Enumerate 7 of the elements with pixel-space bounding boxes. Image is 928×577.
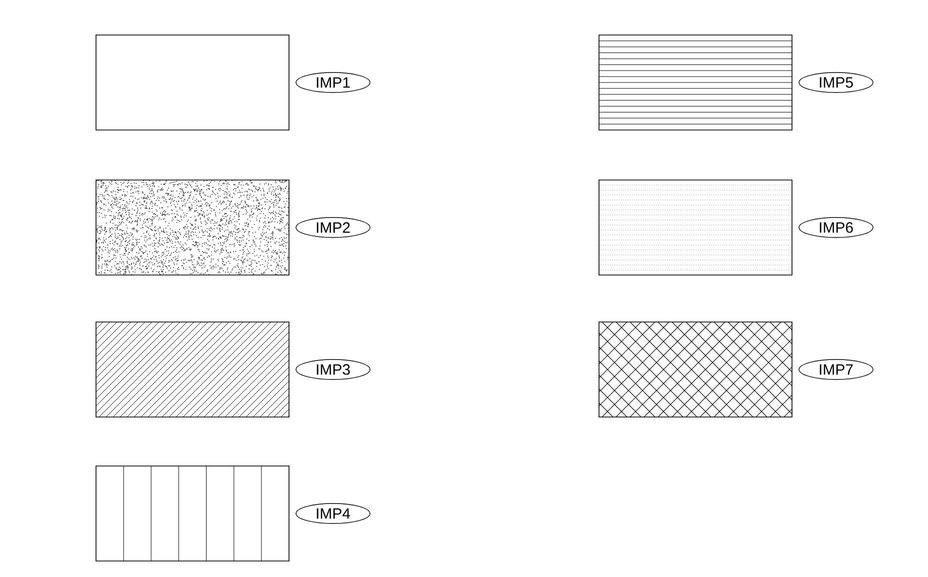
legend-label: IMP3	[296, 359, 370, 380]
legend-label: IMP5	[798, 72, 874, 93]
legend-label: IMP4	[296, 503, 370, 524]
legend-label: IMP1	[296, 72, 370, 93]
legend-label: IMP7	[798, 359, 874, 380]
legend-label: IMP6	[798, 217, 874, 238]
legend-label: IMP2	[296, 217, 370, 238]
